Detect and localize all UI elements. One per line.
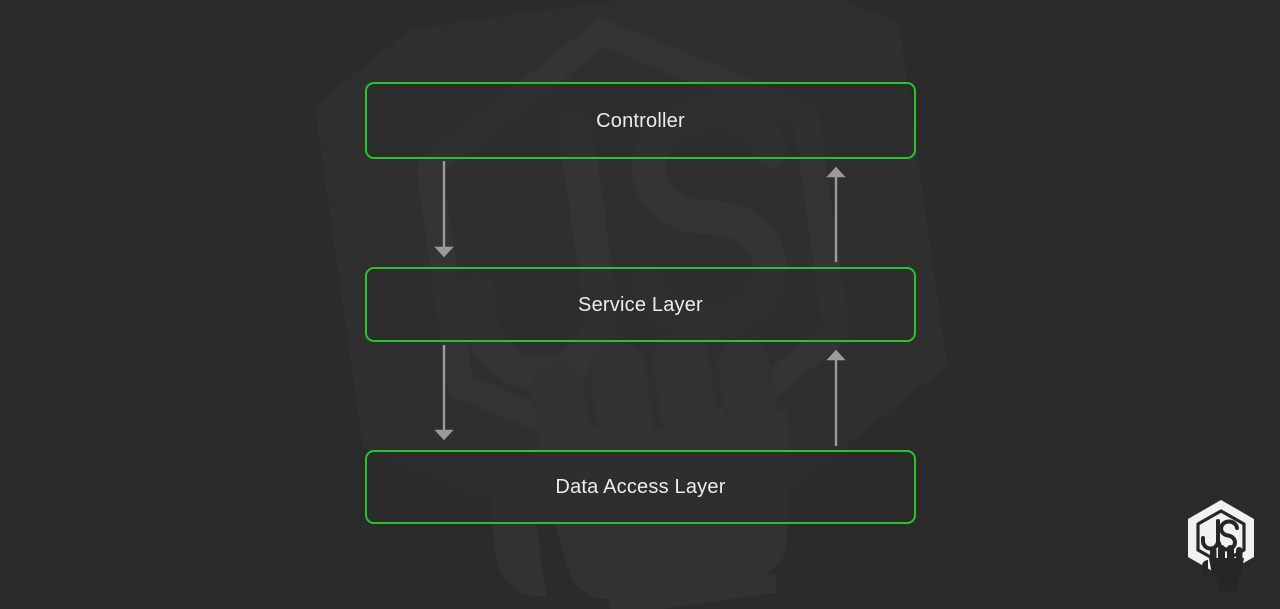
logo-letter-s [1217, 519, 1239, 552]
logo-fist [1202, 545, 1244, 592]
node-data-access-layer[interactable]: Data Access Layer [365, 450, 916, 524]
js-fist-hexagon-logo [1188, 500, 1254, 592]
node-controller-label: Controller [596, 109, 685, 132]
node-data-access-layer-label: Data Access Layer [555, 476, 726, 498]
node-service-layer-label: Service Layer [578, 293, 703, 316]
node-controller[interactable]: Controller [365, 82, 916, 159]
node-service-layer[interactable]: Service Layer [365, 267, 916, 342]
